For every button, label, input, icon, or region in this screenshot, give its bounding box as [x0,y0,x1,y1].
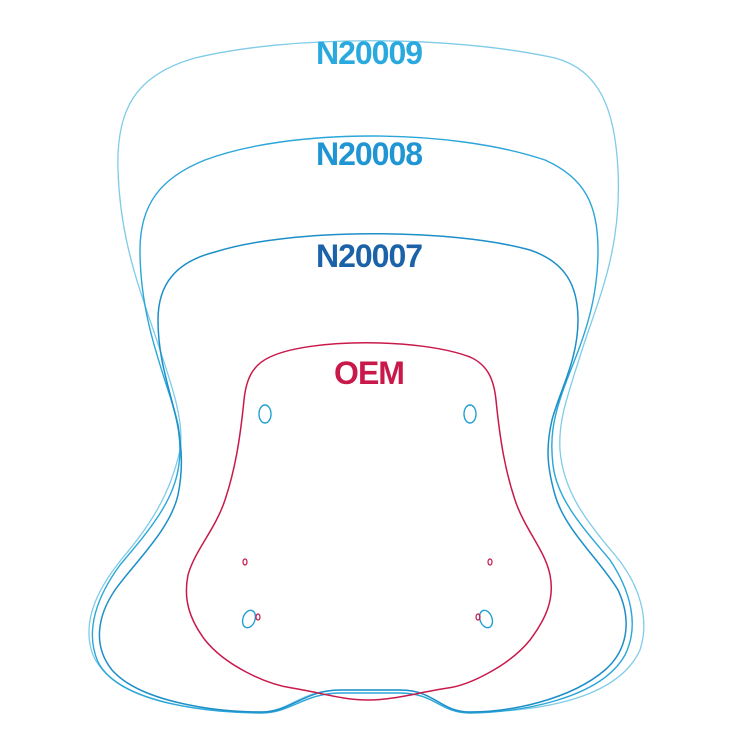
mount-hole-upper-right [463,404,477,424]
oem-outline [185,342,552,701]
oem-screw-hole-lower-right [475,613,481,621]
label-n20007: N20007 [316,238,422,274]
label-n20009: N20009 [316,35,422,71]
oem-screw-hole-lower-left [255,613,261,621]
mount-hole-upper-left [258,404,272,424]
label-n20008: N20008 [316,136,422,172]
n20007-outline [98,233,627,713]
mount-hole-lower-right [478,609,494,629]
label-oem: OEM [334,355,404,391]
oem-screw-hole-right [487,558,493,566]
oem-screw-hole-left [242,558,248,566]
mount-hole-lower-left [241,609,257,629]
